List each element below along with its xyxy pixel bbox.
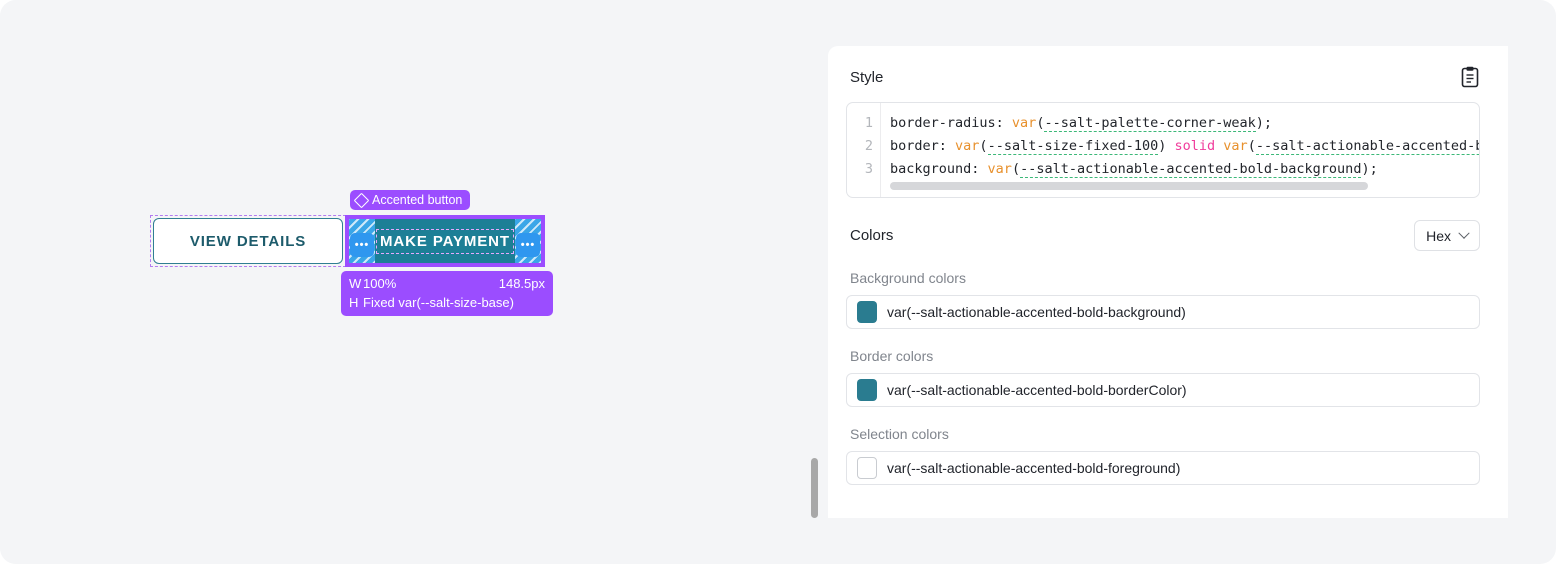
color-format-value: Hex	[1426, 227, 1451, 244]
color-row-border[interactable]: var(--salt-actionable-accented-bold-bord…	[846, 373, 1480, 407]
css-paren-open: (	[979, 138, 988, 154]
code-line-1: border-radius: var(--salt-palette-corner…	[890, 112, 1479, 135]
color-token-value: var(--salt-actionable-accented-bold-back…	[887, 304, 1186, 320]
css-var-fn: var	[987, 161, 1012, 177]
dimension-width-row: W 100% 148.5px	[349, 274, 545, 293]
dimension-height-key: H	[349, 295, 359, 310]
css-token-name: --salt-size-fixed-100	[987, 138, 1159, 155]
chevron-down-icon	[1458, 227, 1470, 239]
selection-colors-label: Selection colors	[850, 426, 949, 442]
dimension-width-computed: 148.5px	[498, 276, 545, 291]
color-swatch[interactable]	[857, 379, 877, 401]
css-property: background:	[890, 161, 988, 177]
padding-chip-right[interactable]: •••	[516, 233, 540, 257]
css-var-fn: var	[955, 138, 980, 154]
color-swatch[interactable]	[857, 301, 877, 323]
css-paren-open: (	[1036, 115, 1045, 131]
code-line-3: background: var(--salt-actionable-accent…	[890, 158, 1479, 181]
css-paren-close: )	[1255, 115, 1264, 131]
component-diamond-icon	[353, 192, 370, 208]
color-token-value: var(--salt-actionable-accented-bold-fore…	[887, 460, 1181, 476]
color-swatch[interactable]	[857, 457, 877, 479]
view-details-button[interactable]: VIEW DETAILS	[153, 218, 343, 264]
color-row-selection[interactable]: var(--salt-actionable-accented-bold-fore…	[846, 451, 1480, 485]
code-horizontal-scrollbar[interactable]	[890, 182, 1368, 190]
css-semicolon: ;	[1263, 115, 1273, 131]
style-section-header: Style	[846, 64, 1480, 90]
background-colors-label: Background colors	[850, 270, 966, 286]
color-row-background[interactable]: var(--salt-actionable-accented-bold-back…	[846, 295, 1480, 329]
css-paren-close: )	[1361, 161, 1370, 177]
css-semicolon: ;	[1369, 161, 1378, 177]
component-name-label: Accented button	[372, 193, 463, 207]
padding-chip-left[interactable]: •••	[350, 233, 374, 257]
panel-vertical-scrollbar[interactable]	[811, 458, 818, 518]
css-property: border-radius:	[890, 115, 1012, 131]
dimension-tooltip: W 100% 148.5px H Fixed var(--salt-size-b…	[341, 271, 553, 316]
css-property: border:	[890, 138, 956, 154]
code-line-number: 2	[864, 138, 873, 154]
style-section-title: Style	[850, 68, 884, 86]
css-var-fn: var	[1011, 115, 1037, 131]
component-name-tag[interactable]: Accented button	[350, 190, 471, 210]
css-var-fn: var	[1223, 138, 1248, 154]
code-line-2: border: var(--salt-size-fixed-100) solid…	[890, 135, 1479, 158]
clipboard-icon[interactable]	[1460, 66, 1480, 88]
dimension-height-row: H Fixed var(--salt-size-base)	[349, 293, 545, 312]
colors-section-header: Colors Hex	[846, 220, 1480, 251]
code-line-number: 3	[864, 161, 873, 177]
css-keyword-solid: solid	[1166, 138, 1224, 154]
make-payment-button[interactable]: MAKE PAYMENT	[375, 219, 515, 263]
color-format-select[interactable]: Hex	[1414, 220, 1480, 251]
border-colors-label: Border colors	[850, 348, 934, 364]
view-details-label: VIEW DETAILS	[189, 232, 307, 250]
css-paren-open: (	[1011, 161, 1021, 177]
code-line-number-gutter: 1 2 3	[847, 103, 881, 197]
inspector-panel: Style 1 2 3 border-radius: var(--salt-pa…	[828, 46, 1508, 518]
code-lines[interactable]: border-radius: var(--salt-palette-corner…	[881, 103, 1479, 197]
css-token-name: --salt-actionable-accented-bold-borderCo…	[1255, 138, 1479, 155]
css-token-name: --salt-palette-corner-weak	[1044, 115, 1256, 132]
css-token-name: --salt-actionable-accented-bold-backgrou…	[1020, 161, 1362, 178]
design-canvas[interactable]: VIEW DETAILS Accented button MAKE PAYMEN…	[0, 0, 828, 564]
css-paren-close: )	[1158, 138, 1167, 154]
make-payment-label: MAKE PAYMENT	[376, 228, 514, 254]
code-line-number: 1	[864, 115, 873, 131]
color-token-value: var(--salt-actionable-accented-bold-bord…	[887, 382, 1187, 398]
accented-button-overlay-frame[interactable]: MAKE PAYMENT ••• •••	[345, 215, 545, 267]
css-paren-open: (	[1247, 138, 1256, 154]
dimension-width-value: 100%	[363, 276, 397, 291]
dimension-width-key: W	[349, 276, 362, 291]
dimension-height-value: Fixed var(--salt-size-base)	[363, 295, 514, 310]
colors-section-title: Colors	[850, 227, 894, 244]
view-details-selection-outline: VIEW DETAILS	[150, 215, 346, 267]
style-code-block[interactable]: 1 2 3 border-radius: var(--salt-palette-…	[846, 102, 1480, 198]
